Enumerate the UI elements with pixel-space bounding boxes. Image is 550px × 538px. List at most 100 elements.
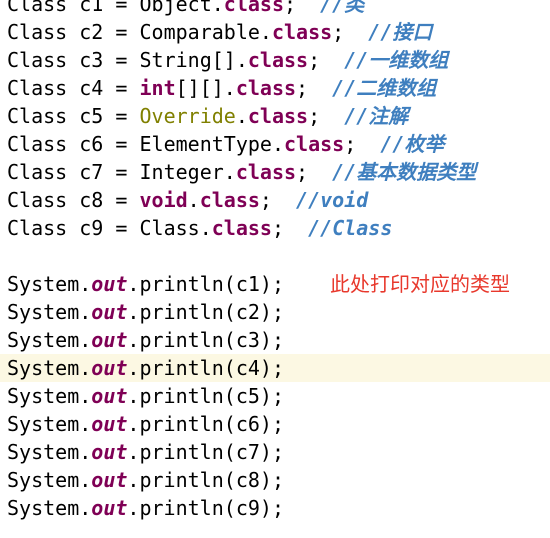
method-name: println <box>139 412 224 436</box>
argument: c4 <box>235 356 260 380</box>
argument: c2 <box>235 300 260 324</box>
type-name: Class <box>7 216 68 240</box>
class-target: ElementType <box>139 132 272 156</box>
code-line-println[interactable]: System.out.println(c4); <box>0 354 550 382</box>
type-name: Class <box>7 132 68 156</box>
code-line-declaration[interactable]: Class c8 = void.class; //void <box>7 188 369 212</box>
code-line-println[interactable]: System.out.println(c7); <box>7 440 284 464</box>
method-name: println <box>139 328 224 352</box>
code-line-declaration[interactable]: Class c1 = Object.class; //类 <box>0 0 550 18</box>
comment: //Class <box>308 216 392 240</box>
static-field: out <box>91 356 128 380</box>
code-line-println[interactable]: System.out.println(c2); <box>7 300 284 324</box>
class-ref: System <box>7 412 80 436</box>
code-line-declaration[interactable]: Class c5 = Override.class; //注解 <box>7 104 409 128</box>
code-line-println[interactable]: System.out.println(c1);此处打印对应的类型 <box>7 272 510 296</box>
method-name: println <box>139 272 224 296</box>
code-line-declaration[interactable]: Class c9 = Class.class; //Class <box>7 216 393 240</box>
class-ref: System <box>7 328 80 352</box>
class-target: int <box>139 76 176 100</box>
code-line-println[interactable]: System.out.println(c3); <box>7 328 284 352</box>
static-field: out <box>91 468 128 492</box>
comment: //基本数据类型 <box>332 160 476 184</box>
argument: c8 <box>235 468 260 492</box>
argument: c6 <box>235 412 260 436</box>
print-block: System.out.println(c1);此处打印对应的类型 System.o… <box>0 270 550 522</box>
class-ref: System <box>7 440 80 464</box>
comment-text: 基本数据类型 <box>356 160 477 184</box>
class-keyword: class <box>199 188 260 212</box>
comment-text: Class <box>332 216 393 240</box>
method-name: println <box>139 440 224 464</box>
method-name: println <box>139 468 224 492</box>
class-keyword: class <box>247 48 309 72</box>
method-name: println <box>139 300 224 324</box>
comment-slashes: // <box>344 104 369 128</box>
variable-name: c3 <box>79 48 104 72</box>
array-suffix: [][] <box>175 76 224 100</box>
code-line-declaration[interactable]: Class c7 = Integer.class; //基本数据类型 <box>7 160 477 184</box>
comment-text: 二维数组 <box>356 76 437 100</box>
comment-slashes: // <box>332 76 357 100</box>
method-name: println <box>139 356 224 380</box>
comment-slashes: // <box>308 216 333 240</box>
class-keyword: class <box>223 0 284 16</box>
static-field: out <box>91 440 128 464</box>
code-line-declaration[interactable]: Class c4 = int[][].class; //二维数组 <box>7 76 437 100</box>
variable-name: c7 <box>79 160 104 184</box>
comment: //接口 <box>368 20 432 44</box>
code-line-declaration[interactable]: Class c6 = ElementType.class; //枚举 <box>7 132 445 156</box>
type-name: Class <box>7 20 68 44</box>
comment-slashes: // <box>332 160 357 184</box>
variable-name: c1 <box>79 0 104 16</box>
class-ref: System <box>7 300 80 324</box>
comment: //void <box>296 188 368 212</box>
comment-slashes: // <box>380 132 405 156</box>
argument: c3 <box>235 328 260 352</box>
declaration-block: Class c1 = Object.class; //类 Class c2 = C… <box>0 0 550 242</box>
class-ref: System <box>7 356 80 380</box>
comment-text: void <box>320 188 369 212</box>
comment: //注解 <box>344 104 408 128</box>
comment-slashes: // <box>368 20 393 44</box>
comment-text: 一维数组 <box>368 48 449 72</box>
comment: //枚举 <box>380 132 444 156</box>
code-line-println[interactable]: System.out.println(c6); <box>7 412 284 436</box>
class-keyword: class <box>271 20 333 44</box>
class-target: Class <box>139 216 200 240</box>
comment-text: 接口 <box>392 20 433 44</box>
static-field: out <box>91 272 128 296</box>
comment-slashes: // <box>320 0 345 16</box>
comment-slashes: // <box>344 48 369 72</box>
annotation-note: 此处打印对应的类型 <box>330 272 510 296</box>
variable-name: c2 <box>79 20 104 44</box>
code-line-declaration[interactable]: Class c3 = String[].class; //一维数组 <box>7 48 449 72</box>
comment: //二维数组 <box>332 76 436 100</box>
argument: c1 <box>235 272 260 296</box>
class-ref: System <box>7 496 80 520</box>
type-name: Class <box>7 160 68 184</box>
variable-name: c6 <box>79 132 104 156</box>
argument: c7 <box>235 440 260 464</box>
class-keyword: class <box>247 104 309 128</box>
type-name: Class <box>7 188 68 212</box>
class-target: Object <box>139 0 212 16</box>
code-line-println[interactable]: System.out.println(c5); <box>7 384 284 408</box>
code-line-println[interactable]: System.out.println(c8); <box>7 468 284 492</box>
comment-text: 枚举 <box>404 132 445 156</box>
comment-slashes: // <box>296 188 321 212</box>
static-field: out <box>91 300 128 324</box>
code-editor[interactable]: Class c1 = Object.class; //类 Class c2 = C… <box>0 0 550 522</box>
class-ref: System <box>7 384 80 408</box>
method-name: println <box>139 384 224 408</box>
type-name: Class <box>7 48 68 72</box>
code-line-declaration[interactable]: Class c2 = Comparable.class; //接口 <box>7 20 433 44</box>
class-target: String <box>139 48 212 72</box>
class-target: Override <box>139 104 236 128</box>
static-field: out <box>91 328 128 352</box>
class-keyword: class <box>235 160 297 184</box>
type-name: Class <box>7 0 68 16</box>
code-line-println[interactable]: System.out.println(c9); <box>7 496 284 520</box>
class-keyword: class <box>235 76 297 100</box>
argument: c9 <box>235 496 260 520</box>
